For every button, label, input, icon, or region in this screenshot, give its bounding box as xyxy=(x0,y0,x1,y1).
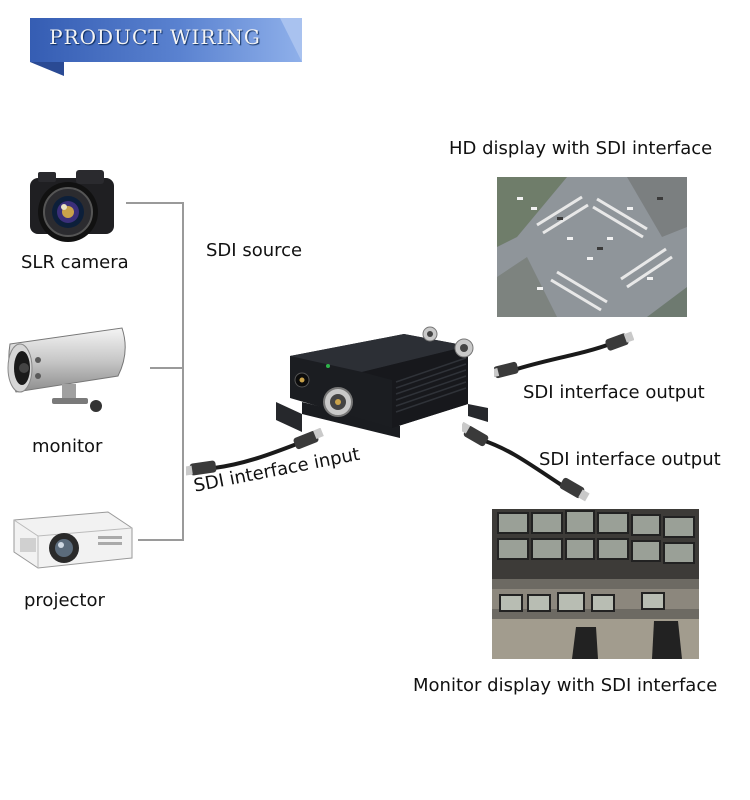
hd-display-image xyxy=(497,177,687,317)
sdi-splitter-device xyxy=(276,326,488,438)
banner-shape xyxy=(30,18,302,76)
monitor-wall-image xyxy=(492,509,699,659)
output-label-2: SDI interface output xyxy=(539,449,721,470)
hd-display-label: HD display with SDI interface xyxy=(449,138,713,159)
security-camera-image xyxy=(7,327,126,412)
output-cable-1 xyxy=(494,331,634,379)
output-cable-2 xyxy=(462,422,590,502)
banner-title: PRODUCT WIRING xyxy=(49,25,261,49)
monitor-label: monitor xyxy=(32,436,103,457)
output-label-1: SDI interface output xyxy=(523,382,705,403)
slr-camera-label: SLR camera xyxy=(21,252,129,273)
monitor-wall-label: Monitor display with SDI interface xyxy=(413,675,718,696)
sdi-source-label: SDI source xyxy=(206,240,303,261)
slr-camera-image xyxy=(30,170,114,242)
projector-image xyxy=(13,511,133,569)
projector-label: projector xyxy=(24,590,105,611)
input-cable xyxy=(186,428,324,476)
product-wiring-banner: PRODUCT WIRING xyxy=(30,18,302,76)
